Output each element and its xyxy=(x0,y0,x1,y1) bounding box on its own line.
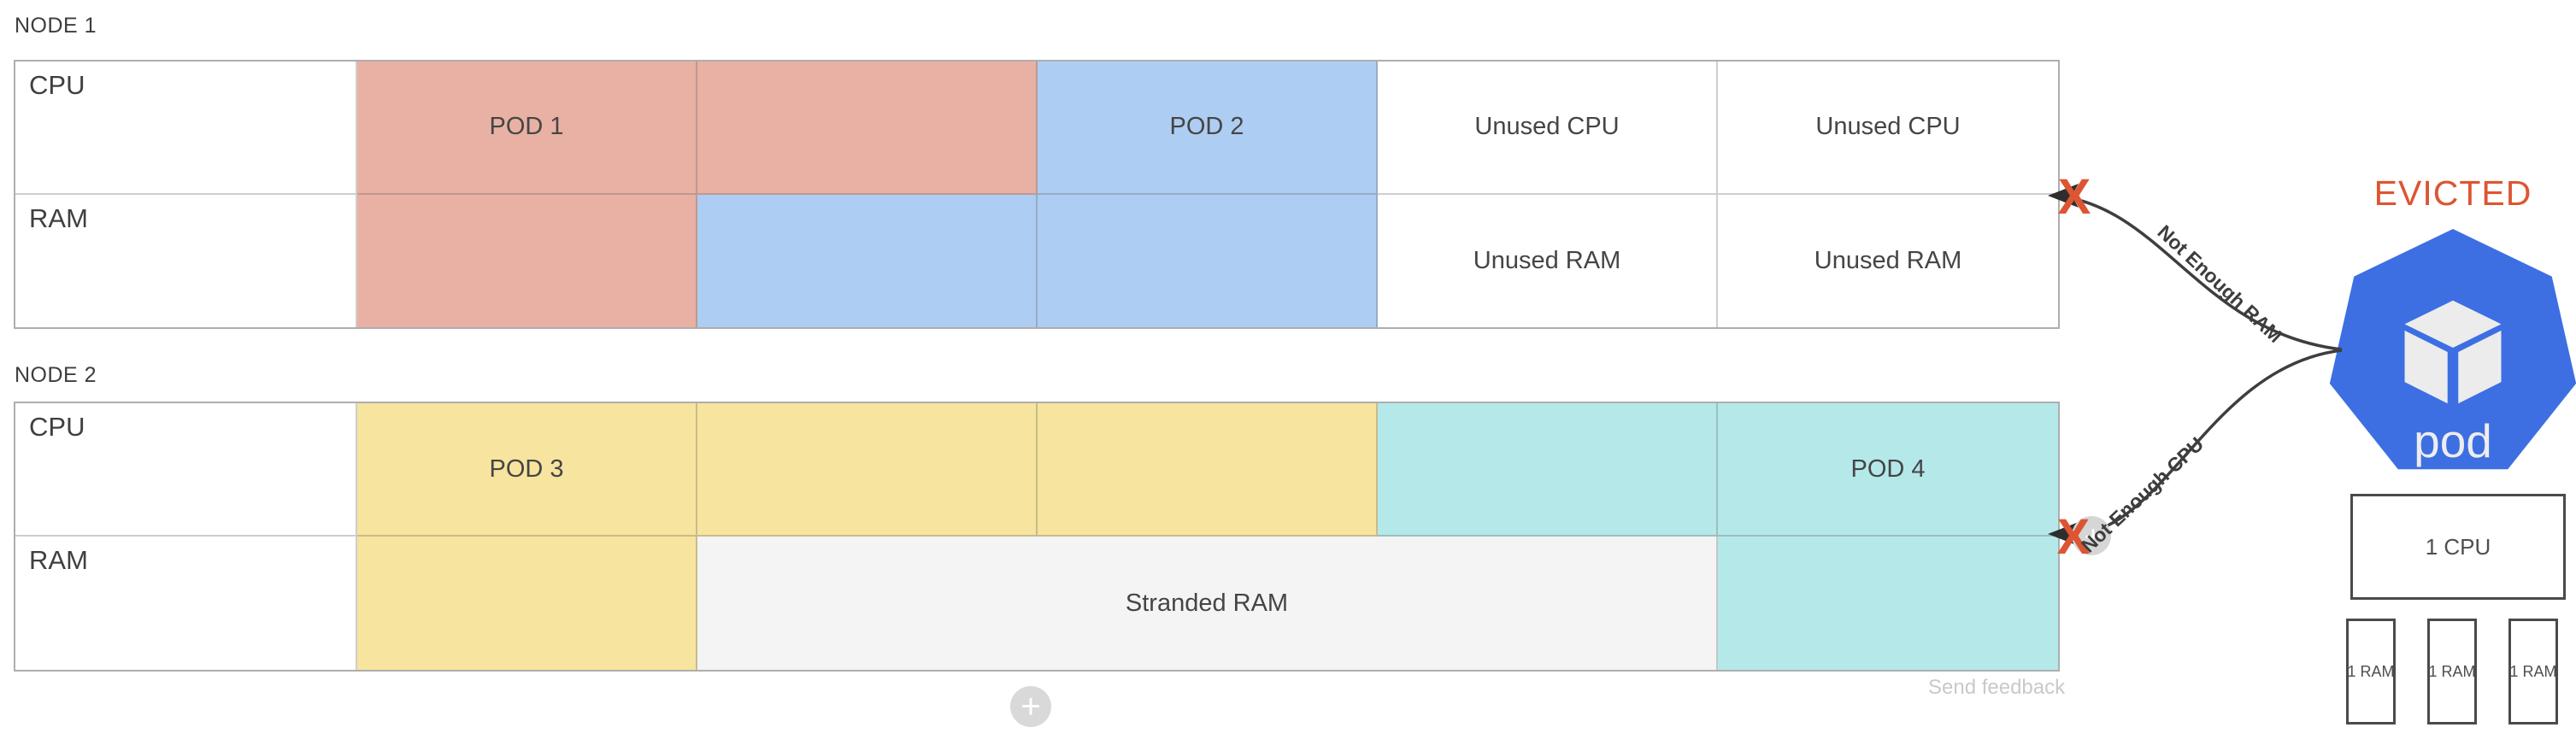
evicted-label: EVICTED xyxy=(2373,173,2532,213)
rejected-x-icon-node1: X xyxy=(2058,169,2091,225)
cell-unused-cpu: Unused CPU xyxy=(1378,62,1718,195)
pod-text: pod xyxy=(2414,414,2492,467)
cell-pod-4: POD 4 xyxy=(1718,403,2058,537)
add-button[interactable]: + xyxy=(1010,686,1051,727)
cell-unused-ram: Unused RAM xyxy=(1718,194,2058,327)
cell-empty xyxy=(697,194,1038,327)
arrow-curve-ram xyxy=(2054,194,2343,351)
row-header-ram: RAM xyxy=(15,537,357,670)
arrow-curve-cpu xyxy=(2054,349,2343,537)
evicted-ram-requirement: 1 RAM xyxy=(2508,619,2558,724)
cell-pod-3: POD 3 xyxy=(357,403,697,537)
row-header-cpu: CPU xyxy=(15,403,357,537)
row-header-ram: RAM xyxy=(15,194,357,327)
cell-empty xyxy=(1038,403,1378,537)
node2-title: NODE 2 xyxy=(15,363,97,387)
evicted-cpu-requirement: 1 CPU xyxy=(2350,494,2566,600)
pod-cube-icon xyxy=(2404,300,2502,404)
cell-pod-1: POD 1 xyxy=(357,62,697,195)
row-header-cpu: CPU xyxy=(15,62,357,195)
cell-empty xyxy=(1378,403,1718,537)
evicted-ram-requirement: 1 RAM xyxy=(2346,619,2396,724)
node2-add-handle[interactable] xyxy=(2072,516,2111,555)
cell-empty xyxy=(357,537,697,670)
arrow-label-ram: Not Enough RAM xyxy=(2153,220,2286,347)
kubernetes-pod-icon: pod xyxy=(2329,229,2576,470)
plus-icon: + xyxy=(1020,688,1041,725)
cell-unused-ram: Unused RAM xyxy=(1378,194,1718,327)
cell-empty xyxy=(1718,537,2058,670)
evicted-ram-requirement: 1 RAM xyxy=(2427,619,2477,724)
cell-unused-cpu: Unused CPU xyxy=(1718,62,2058,195)
cell-stranded-ram: Stranded RAM xyxy=(697,537,1718,670)
cell-empty xyxy=(1038,194,1378,327)
cell-empty xyxy=(357,194,697,327)
cell-pod-2: POD 2 xyxy=(1038,62,1378,195)
cell-empty xyxy=(697,403,1038,537)
cell-empty xyxy=(697,62,1038,195)
send-feedback-link[interactable]: Send feedback xyxy=(1928,676,2066,699)
node1-title: NODE 1 xyxy=(15,14,97,38)
